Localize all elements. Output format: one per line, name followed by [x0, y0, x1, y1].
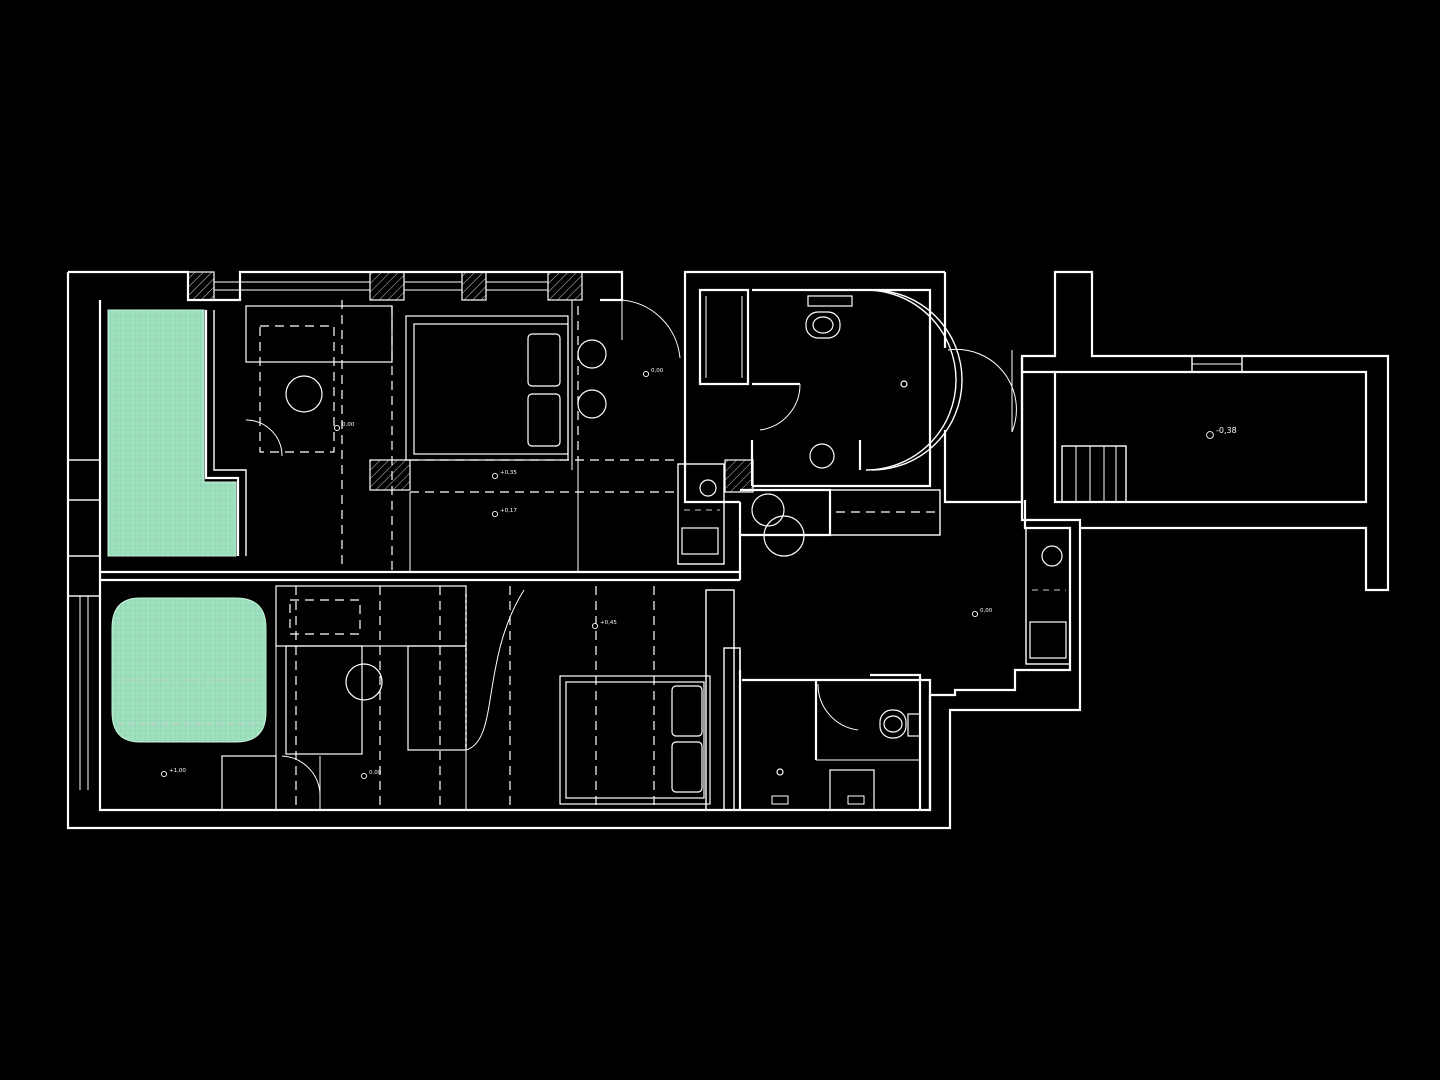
svg-text:0,00: 0,00	[369, 770, 382, 776]
svg-text:+0,35: +0,35	[500, 470, 517, 476]
level-markers: 0,00 0,00 +0,35 +0,17 -0,38 0,00 +0,45	[160, 368, 1237, 780]
level-mark-hall: 0,00	[971, 608, 993, 618]
bottom-bathroom-fixtures	[771, 683, 921, 811]
svg-text:-0,38: -0,38	[1216, 426, 1237, 435]
level-mark-annex: -0,38	[1206, 426, 1237, 439]
exterior-walls	[66, 270, 1390, 830]
top-windows	[67, 271, 1243, 790]
svg-text:0,00: 0,00	[980, 608, 993, 614]
top-bedroom-furniture	[245, 299, 725, 572]
annex-room	[1025, 445, 1127, 665]
bottom-room-furniture	[221, 585, 741, 811]
svg-text:+0,45: +0,45	[600, 620, 617, 626]
interior-walls	[100, 288, 963, 810]
svg-text:0,00: 0,00	[651, 368, 664, 374]
svg-text:+1,00: +1,00	[169, 768, 186, 774]
level-mark-bath-100: +1,00	[160, 768, 186, 778]
level-mark-platform-045: +0,45	[591, 620, 617, 630]
level-mark-platform-035: +0,35	[491, 470, 517, 480]
svg-text:+0,17: +0,17	[500, 508, 517, 514]
svg-text:0,00: 0,00	[342, 422, 355, 428]
level-mark-bedroom-bottom: 0,00	[360, 770, 382, 780]
top-bathroom-fixtures	[751, 295, 1017, 557]
tiled-areas	[107, 309, 267, 743]
level-mark-bedroom-top: 0,00	[333, 422, 355, 432]
level-mark-corridor-top: 0,00	[642, 368, 664, 378]
level-mark-platform-017: +0,17	[491, 508, 517, 518]
